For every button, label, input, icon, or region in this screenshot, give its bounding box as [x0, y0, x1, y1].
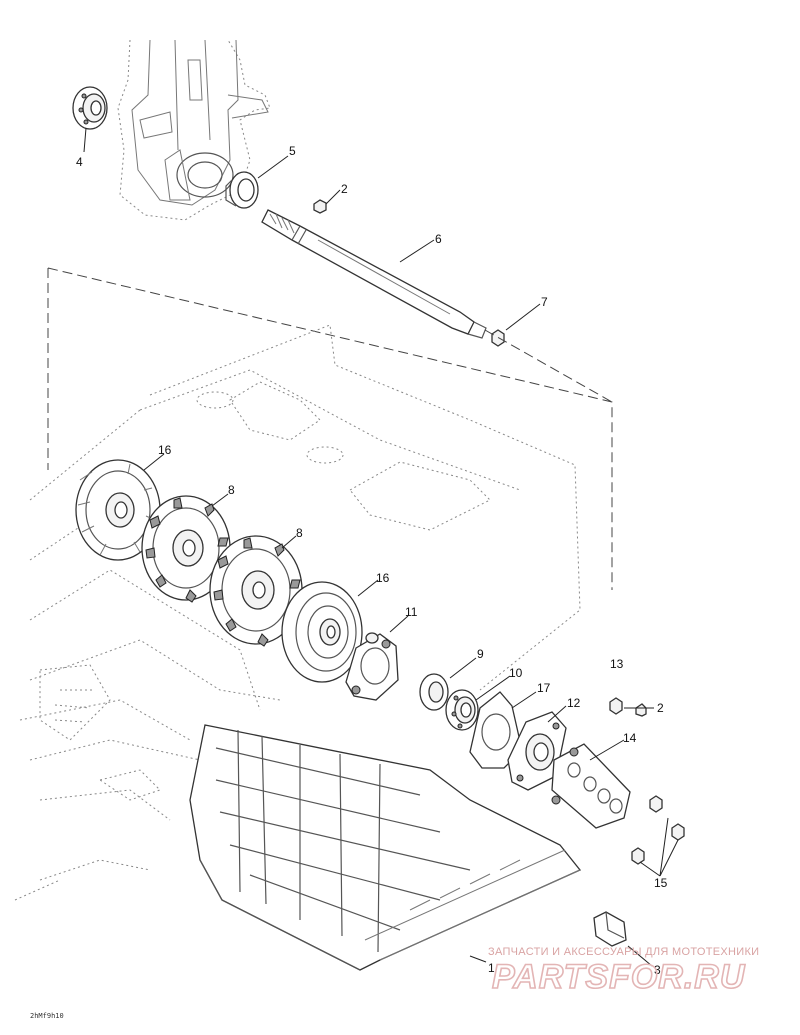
watermark: ЗАПЧАСТИ И АКСЕССУАРЫ ДЛЯ МОТОТЕХНИКИ PA… [488, 946, 759, 997]
watermark-logo: PARTSFOR.RU [492, 958, 746, 996]
callout-13: 13 [610, 657, 624, 671]
bracket-part-14 [551, 743, 631, 829]
callout-6: 6 [435, 232, 442, 246]
callout-4: 4 [76, 155, 83, 169]
bearing-flange-part-12 [507, 711, 567, 791]
callout-9: 9 [477, 647, 484, 661]
seal-part-5 [225, 171, 259, 209]
leader-lines [83, 127, 679, 967]
callout-11: 11 [405, 605, 418, 619]
callout-8-right: 8 [296, 526, 303, 540]
bearing-part-4 [72, 86, 108, 130]
callout-16-right: 16 [376, 571, 390, 585]
sprocket-part-16-left [75, 459, 161, 561]
bearing-part-9 [419, 673, 449, 711]
tunnel-chassis [14, 324, 581, 901]
bearing-part-10 [445, 689, 479, 731]
callout-2-top: 2 [341, 182, 348, 196]
track-part-1 [189, 724, 582, 971]
nut-part-2-right [609, 697, 647, 717]
gasket-plate-part-17 [469, 691, 523, 769]
callout-16-left: 16 [158, 443, 172, 457]
callout-2-right: 2 [657, 701, 664, 715]
callout-17: 17 [537, 681, 551, 695]
diagram-code: 2hMf9h10 [30, 1012, 64, 1020]
bearing-housing-part-11 [345, 632, 399, 701]
callout-labels: 4 5 2 6 7 16 8 8 16 11 9 13 10 17 12 2 1… [76, 144, 668, 977]
nut-part-7 [491, 329, 505, 347]
callout-15: 15 [654, 876, 668, 890]
callout-3: 3 [654, 963, 661, 977]
callout-5: 5 [289, 144, 296, 158]
callout-8-middle: 8 [228, 483, 235, 497]
nuts-part-15 [631, 795, 685, 865]
drive-axle-part-6 [261, 209, 487, 339]
callout-7: 7 [541, 295, 548, 309]
watermark-tagline: ЗАПЧАСТИ И АКСЕССУАРЫ ДЛЯ МОТОТЕХНИКИ [488, 946, 759, 958]
callout-1: 1 [488, 961, 495, 975]
nut-part-2-top [313, 199, 327, 214]
chaincase-housing [117, 39, 271, 221]
callout-10: 10 [509, 666, 523, 680]
callout-14: 14 [623, 731, 637, 745]
sprocket-part-8-right [209, 535, 303, 647]
assembly-axis-line [47, 267, 613, 590]
track-clip-part-3 [593, 911, 627, 947]
sprocket-part-8-middle [141, 495, 231, 603]
callout-12: 12 [567, 696, 581, 710]
sprocket-part-16-right [281, 581, 363, 683]
